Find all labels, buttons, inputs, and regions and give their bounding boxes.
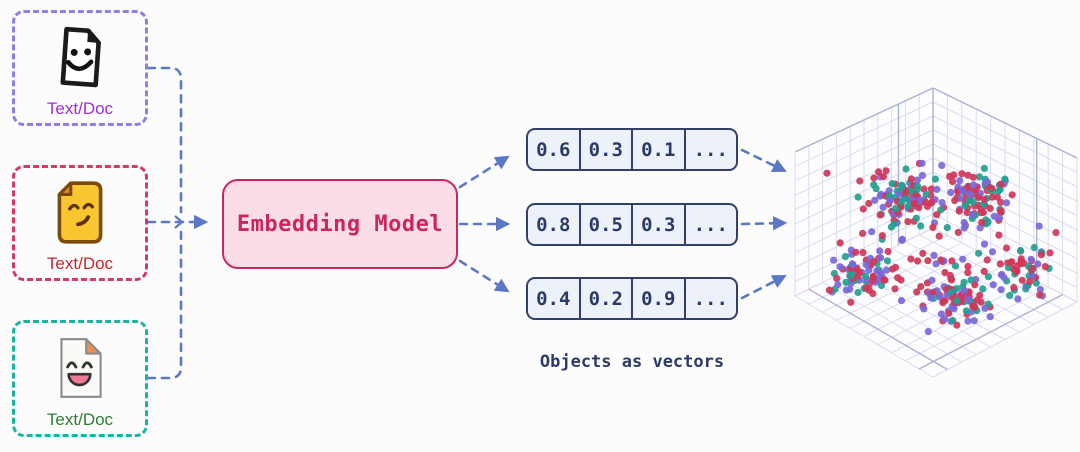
vector-cell: 0.3 — [578, 130, 632, 169]
model-to-vec1-arrow — [458, 155, 510, 189]
vector-cell: 0.4 — [536, 287, 571, 310]
input-doc-box-1: Text/Doc — [12, 10, 148, 126]
doc-label: Text/Doc — [46, 99, 114, 118]
scatter-points — [823, 159, 1060, 336]
vector-cell: ... — [683, 130, 737, 169]
vector-cell: ... — [683, 279, 737, 318]
bus-merge-chevron — [174, 215, 184, 229]
vec2-to-plot-arrow — [740, 216, 788, 231]
vector-row-1: 0.6 0.3 0.1 ... — [526, 128, 738, 171]
vector-cell: 0.9 — [631, 279, 684, 318]
vector-cell: 0.6 — [536, 138, 571, 161]
vector-cell: 0.5 — [578, 205, 632, 244]
vector-cell: 0.3 — [631, 205, 684, 244]
embedding-model-label: Embedding Model — [236, 211, 444, 237]
vector-row-3: 0.4 0.2 0.9 ... — [526, 277, 738, 320]
objects-as-vectors-caption: Objects as vectors — [539, 352, 725, 372]
input-doc-box-3: Text/Doc — [12, 320, 148, 437]
yellow-doc-icon — [49, 168, 111, 253]
vector-row-2: 0.8 0.5 0.3 ... — [526, 203, 738, 246]
vector-cell: 0.8 — [536, 213, 571, 236]
doc-label: Text/Doc — [46, 254, 114, 273]
vec1-to-plot-arrow — [740, 148, 787, 173]
doc3-to-bus-arrow — [146, 230, 183, 380]
model-to-vec3-arrow — [458, 259, 510, 293]
doc1-to-bus-arrow — [146, 66, 183, 214]
vector-cell: 0.1 — [631, 130, 684, 169]
vector-cell: ... — [683, 205, 737, 244]
vector-cell: 0.2 — [578, 279, 632, 318]
doc-label: Text/Doc — [46, 410, 114, 429]
input-doc-box-2: Text/Doc — [12, 165, 148, 281]
happy-doc-icon — [49, 323, 111, 409]
vec3-to-plot-arrow — [740, 275, 787, 300]
embedding-model-box: Embedding Model — [222, 179, 458, 269]
smiley-doc-icon — [49, 13, 111, 98]
